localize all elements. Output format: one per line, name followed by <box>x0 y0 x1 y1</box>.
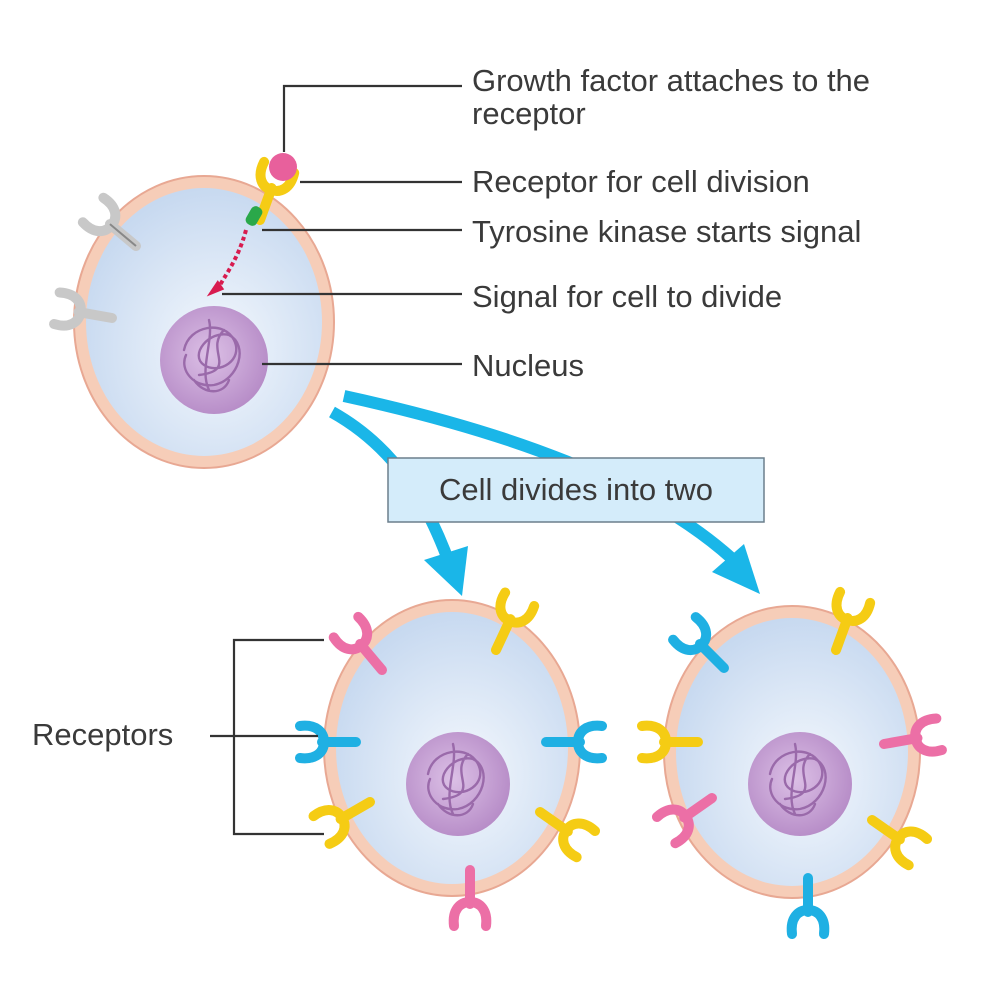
daughter-left-nucleus <box>406 732 510 836</box>
divides-box: Cell divides into two <box>387 457 765 523</box>
label-signal: Signal for cell to divide <box>472 279 782 314</box>
label-divides: Cell divides into two <box>439 472 713 507</box>
daughter-cell-right <box>642 592 942 934</box>
label-growth-factor-line1: Growth factor attaches to the <box>472 63 870 98</box>
growth-factor-icon <box>269 153 297 181</box>
label-nucleus: Nucleus <box>472 348 584 383</box>
label-growth-factor-line2: receptor <box>472 96 586 131</box>
label-tyrosine: Tyrosine kinase starts signal <box>472 214 861 249</box>
daughter-right-nucleus <box>748 732 852 836</box>
receptors-bracket <box>210 638 324 836</box>
label-receptor: Receptor for cell division <box>472 164 810 199</box>
daughter-cell-left <box>300 592 602 926</box>
signal-arrowhead-icon <box>206 280 225 297</box>
parent-cell <box>54 153 335 469</box>
receptor-grey-outline-icon <box>109 223 137 247</box>
label-receptors: Receptors <box>32 717 173 752</box>
parent-nucleus <box>160 306 268 414</box>
tyrosine-kinase-icon <box>245 206 263 226</box>
